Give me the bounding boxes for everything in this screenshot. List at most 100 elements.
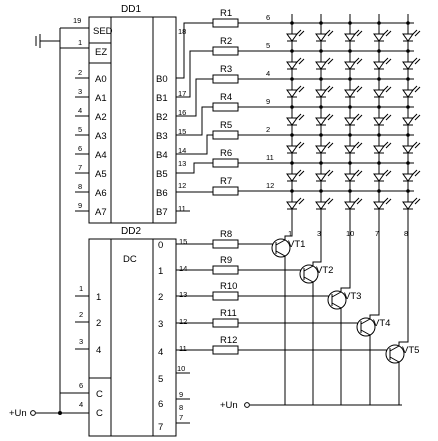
supply-terminal bbox=[30, 410, 36, 416]
col-resistor-label: R11 bbox=[220, 308, 237, 319]
junction-dot bbox=[348, 49, 352, 53]
row-resistor-label: R1 bbox=[220, 8, 232, 19]
led-diode bbox=[402, 161, 421, 182]
diode-triangle bbox=[315, 61, 327, 70]
col-resistor-label: R12 bbox=[220, 335, 237, 346]
dd1-pin-label: B2 bbox=[156, 112, 168, 123]
dd1-pin-number: 5 bbox=[78, 125, 82, 134]
dd2-pin-number: 1 bbox=[79, 284, 83, 293]
diode-triangle bbox=[402, 117, 414, 126]
emission-arrows bbox=[324, 169, 334, 177]
junction-dot bbox=[377, 161, 381, 165]
emission-arrows bbox=[295, 85, 305, 93]
transistor-label: VT4 bbox=[373, 318, 390, 329]
emission-arrows bbox=[353, 57, 363, 65]
dd2-pin-number: 15 bbox=[179, 237, 187, 246]
diode-triangle bbox=[373, 89, 385, 98]
dd2-pin-number: 3 bbox=[79, 337, 83, 346]
led-diode bbox=[373, 49, 392, 70]
dd2-pin-number: 9 bbox=[179, 390, 183, 399]
led-diode bbox=[344, 77, 363, 98]
dd1-pin-label: A5 bbox=[95, 169, 107, 180]
transistor-collector bbox=[389, 345, 400, 352]
emission-arrows bbox=[353, 29, 363, 37]
emission-arrows bbox=[353, 141, 363, 149]
emission-arrows bbox=[382, 29, 392, 37]
led-diode bbox=[373, 189, 392, 210]
diode-triangle bbox=[373, 117, 385, 126]
diode-triangle bbox=[402, 201, 414, 210]
row-pin-number: 6 bbox=[266, 13, 270, 22]
row-resistor bbox=[212, 130, 239, 140]
emission-arrows bbox=[295, 57, 305, 65]
dd1-input-wiring bbox=[35, 27, 89, 236]
diode-triangle bbox=[344, 33, 356, 42]
dd1-body bbox=[88, 16, 177, 224]
dd2-pin-label: 1 bbox=[96, 292, 101, 303]
junction-dot bbox=[406, 105, 410, 109]
junction-dot bbox=[319, 105, 323, 109]
dd1-pin-number: 18 bbox=[178, 27, 186, 36]
emission-arrows bbox=[411, 113, 421, 121]
emission-arrows bbox=[382, 85, 392, 93]
col-resistor bbox=[212, 345, 239, 355]
dd1-pin-number: 7 bbox=[78, 163, 82, 172]
transistor-collector bbox=[331, 291, 342, 298]
led-diode bbox=[344, 105, 363, 126]
collector-wire bbox=[312, 215, 322, 266]
transistor-emitter bbox=[389, 356, 400, 363]
led-diode bbox=[402, 77, 421, 98]
supply-label-2: +Un bbox=[220, 400, 238, 411]
dd2-pin-number: 2 bbox=[79, 310, 83, 319]
junction-dot bbox=[377, 189, 381, 193]
dd2-strobe-wire bbox=[36, 236, 89, 414]
diode-triangle bbox=[344, 145, 356, 154]
transistor-emitter bbox=[331, 302, 342, 309]
diode-triangle bbox=[344, 173, 356, 182]
led-diode bbox=[286, 105, 305, 126]
dd2-pin-number: 14 bbox=[179, 264, 187, 273]
diode-triangle bbox=[286, 145, 298, 154]
dd1-pin-label: B3 bbox=[156, 131, 168, 142]
diode-triangle bbox=[373, 61, 385, 70]
led-diode bbox=[315, 49, 334, 70]
row-resistor bbox=[212, 102, 239, 112]
junction-dot bbox=[319, 161, 323, 165]
diode-triangle bbox=[373, 33, 385, 42]
junction-dot bbox=[406, 189, 410, 193]
dd1-pin-number: 1 bbox=[78, 38, 82, 47]
junction-dot bbox=[348, 21, 352, 25]
dd2-chip: DD2 DC 1 2 4 C C 1 2 3 6 4 0 1 2 3 4 5 6… bbox=[79, 226, 187, 437]
transistor-emitter bbox=[360, 329, 371, 336]
row-wire bbox=[176, 50, 213, 98]
emitter-supply: +Un bbox=[220, 400, 402, 411]
dd1-pin-label: A6 bbox=[95, 188, 107, 199]
led-diode bbox=[344, 161, 363, 182]
diode-triangle bbox=[344, 117, 356, 126]
led-diode bbox=[315, 105, 334, 126]
collector-wire bbox=[398, 215, 409, 346]
dd1-pin-number: 9 bbox=[78, 201, 82, 210]
diode-triangle bbox=[286, 117, 298, 126]
led-diode bbox=[286, 161, 305, 182]
emission-arrows bbox=[353, 85, 363, 93]
dd2-title: DD2 bbox=[121, 226, 141, 237]
diode-triangle bbox=[344, 201, 356, 210]
dd2-output-label: 3 bbox=[158, 319, 163, 330]
row-resistor bbox=[212, 74, 239, 84]
junction-dot bbox=[290, 21, 294, 25]
dd1-pin-number: 15 bbox=[178, 127, 186, 136]
emission-arrows bbox=[295, 29, 305, 37]
led-diode bbox=[315, 161, 334, 182]
junction-dot bbox=[406, 133, 410, 137]
column-pin-number: 3 bbox=[317, 229, 321, 238]
column-pin-number: 7 bbox=[375, 229, 379, 238]
led-diode bbox=[373, 77, 392, 98]
emission-arrows bbox=[324, 113, 334, 121]
led-diode bbox=[344, 49, 363, 70]
dd2-output-label: 5 bbox=[158, 374, 163, 385]
row-wire bbox=[176, 162, 213, 174]
transistor-label: VT5 bbox=[402, 345, 419, 356]
